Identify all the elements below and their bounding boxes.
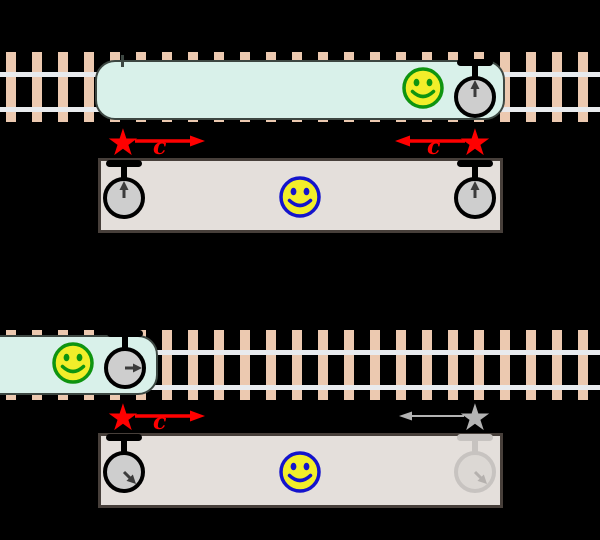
stopwatch-crown-stem: [472, 63, 478, 77]
smiley-face: [279, 451, 321, 493]
light-arrow-left-icon: [395, 135, 465, 147]
platform-stopwatch-left-icon: [103, 434, 145, 493]
smiley-eye: [290, 462, 297, 471]
platform-stopwatch-right-ghost-icon: [454, 434, 496, 493]
stopwatch-hand: [470, 80, 480, 97]
smiley-face: [279, 176, 321, 218]
stopwatch-crown-cap: [106, 160, 142, 167]
stopwatch-hand: [470, 181, 480, 198]
stopwatch-crown-stem: [472, 438, 478, 452]
smiley-eye: [413, 78, 420, 87]
stopwatch-crown-cap: [457, 434, 493, 441]
smiley-mouth: [410, 89, 436, 99]
stopwatch-crown-stem: [122, 334, 128, 348]
stopwatch-crown-stem: [121, 164, 127, 178]
platform-observer-smiley-icon: [279, 451, 321, 493]
ghost-arrow-left-icon: [399, 411, 464, 421]
stopwatch-hand: [125, 363, 142, 373]
light-arrow-right-icon: [135, 410, 205, 422]
stopwatch-crown-stem: [121, 438, 127, 452]
stopwatch-crown-cap: [457, 59, 493, 66]
train-stopwatch-icon: [454, 59, 496, 118]
smiley-eye: [303, 462, 310, 471]
smiley-mouth: [287, 198, 313, 208]
train-passenger-smiley-icon: [402, 67, 444, 109]
smiley-eye: [290, 187, 297, 196]
smiley-eye: [303, 187, 310, 196]
smiley-face: [402, 67, 444, 109]
stopwatch-hand: [119, 181, 129, 198]
stopwatch-crown-cap: [457, 160, 493, 167]
stopwatch-crown-cap: [107, 330, 143, 337]
rail-bottom-lower: [0, 385, 600, 390]
smiley-face: [52, 342, 94, 384]
smiley-mouth: [60, 364, 86, 374]
stopwatch-crown-stem: [472, 164, 478, 178]
smiley-eye: [76, 353, 83, 362]
train-emission-marker: [121, 55, 124, 67]
light-arrow-right-icon: [135, 135, 205, 147]
platform-observer-smiley-icon: [279, 176, 321, 218]
train-passenger-smiley-icon: [52, 342, 94, 384]
smiley-eye: [426, 78, 433, 87]
stopwatch-crown-cap: [106, 434, 142, 441]
light-flash-star-icon: ★: [106, 120, 140, 164]
rail-bottom-upper: [0, 350, 600, 355]
platform-stopwatch-left-icon: [103, 160, 145, 219]
light-flash-star-icon: ★: [106, 395, 140, 439]
light-speed-label: c: [427, 134, 441, 160]
train-stopwatch-icon: [104, 330, 146, 389]
platform-stopwatch-right-icon: [454, 160, 496, 219]
smiley-eye: [63, 353, 70, 362]
smiley-mouth: [287, 473, 313, 483]
light-speed-label: c: [153, 134, 167, 160]
light-speed-label: c: [153, 409, 167, 435]
